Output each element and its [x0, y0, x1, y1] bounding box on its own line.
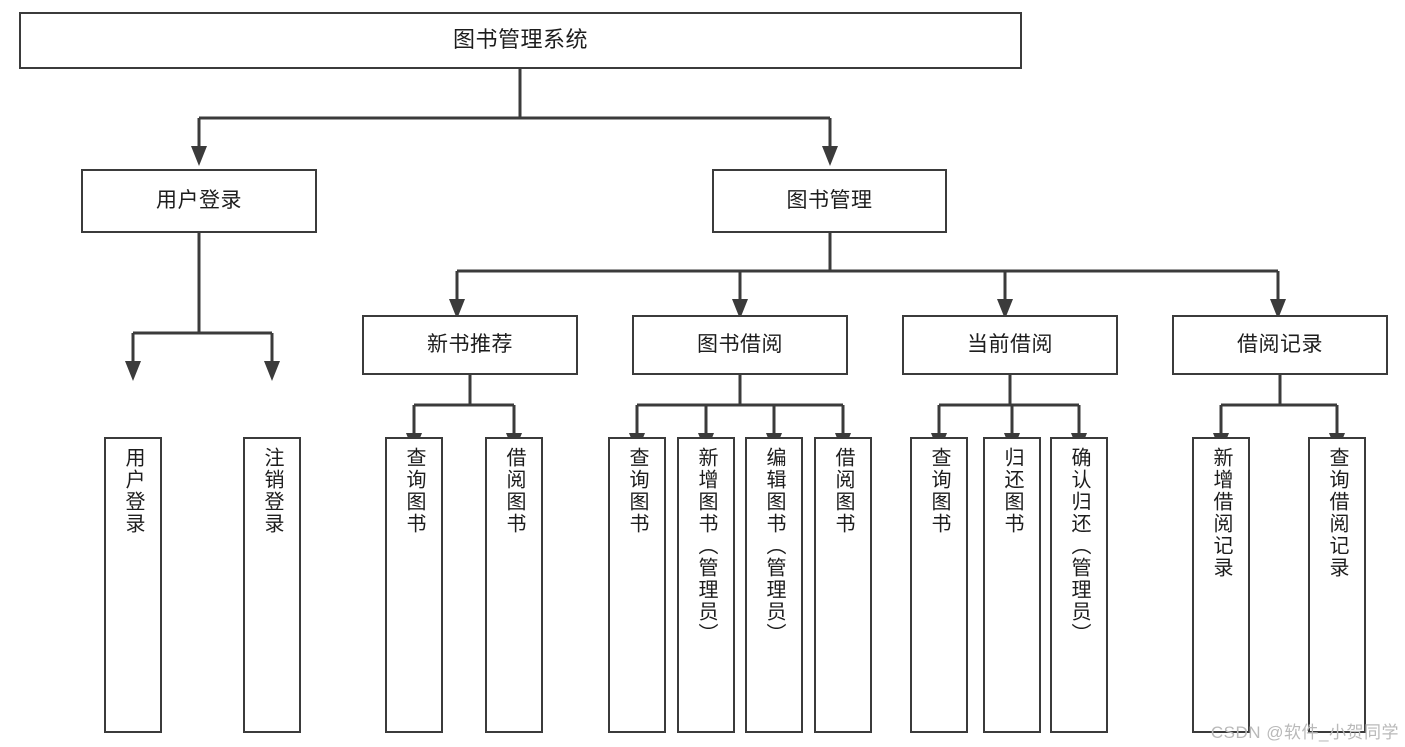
node-label-l-rc-query: 查询借阅记录	[1326, 447, 1348, 579]
node-label-l-cu-return: 归还图书	[1001, 447, 1023, 535]
node-l-bo-add[interactable]: 新增图书（管理员）	[677, 437, 735, 733]
node-bookmgmt[interactable]: 图书管理	[712, 169, 947, 233]
node-label-root: 图书管理系统	[452, 27, 588, 53]
node-label-l-bo-lend: 借阅图书	[832, 447, 854, 535]
node-label-l-bo-edit: 编辑图书（管理员）	[763, 447, 785, 645]
node-label-bookmgmt: 图书管理	[786, 189, 873, 213]
node-l-login[interactable]: 用户登录	[104, 437, 162, 733]
node-label-l-logout: 注销登录	[261, 447, 283, 535]
node-label-borrow: 图书借阅	[697, 333, 783, 357]
node-l-cu-return[interactable]: 归还图书	[983, 437, 1041, 733]
node-label-l-cu-conf: 确认归还（管理员）	[1068, 447, 1090, 645]
node-label-login: 用户登录	[156, 189, 242, 213]
node-l-bo-edit[interactable]: 编辑图书（管理员）	[745, 437, 803, 733]
node-label-current: 当前借阅	[967, 333, 1053, 357]
node-label-l-bo-add: 新增图书（管理员）	[695, 447, 717, 645]
node-l-cu-conf[interactable]: 确认归还（管理员）	[1050, 437, 1108, 733]
node-label-l-rc-add: 新增借阅记录	[1210, 447, 1232, 579]
node-label-l-login: 用户登录	[122, 447, 144, 535]
connector-root-to-level1	[191, 69, 838, 166]
node-l-logout[interactable]: 注销登录	[243, 437, 301, 733]
node-l-bo-query[interactable]: 查询图书	[608, 437, 666, 733]
node-label-l-nb-borrow: 借阅图书	[503, 447, 525, 535]
connector-bookmgmt-to-level2	[449, 233, 1286, 319]
node-label-l-nb-query: 查询图书	[403, 447, 425, 535]
node-l-cu-query[interactable]: 查询图书	[910, 437, 968, 733]
node-root[interactable]: 图书管理系统	[19, 12, 1022, 69]
node-l-bo-lend[interactable]: 借阅图书	[814, 437, 872, 733]
node-l-rc-query[interactable]: 查询借阅记录	[1308, 437, 1366, 733]
node-login[interactable]: 用户登录	[81, 169, 317, 233]
node-label-l-cu-query: 查询图书	[928, 447, 950, 535]
node-l-nb-query[interactable]: 查询图书	[385, 437, 443, 733]
node-label-l-bo-query: 查询图书	[626, 447, 648, 535]
node-records[interactable]: 借阅记录	[1172, 315, 1388, 375]
node-newbook[interactable]: 新书推荐	[362, 315, 578, 375]
node-label-newbook: 新书推荐	[427, 333, 513, 357]
watermark: CSDN @软件_小贺同学	[1210, 723, 1399, 742]
node-borrow[interactable]: 图书借阅	[632, 315, 848, 375]
node-l-rc-add[interactable]: 新增借阅记录	[1192, 437, 1250, 733]
node-label-records: 借阅记录	[1237, 333, 1323, 357]
node-l-nb-borrow[interactable]: 借阅图书	[485, 437, 543, 733]
node-current[interactable]: 当前借阅	[902, 315, 1118, 375]
connector-login-to-leaves	[125, 233, 280, 381]
